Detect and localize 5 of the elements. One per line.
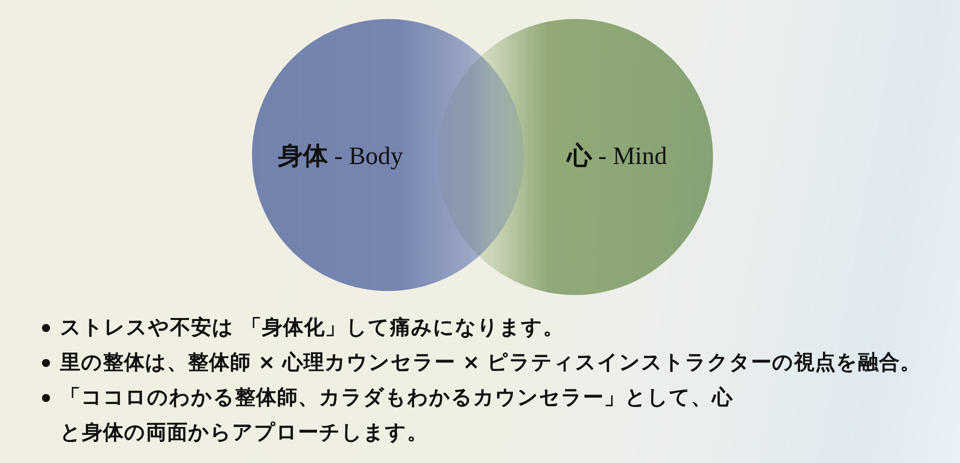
circle-label: 身体 - Body — [278, 140, 403, 172]
bullet-text: 「ココロのわかる整体師、カラダもわかるカウンセラー」として、心と身体の両面からアプローチします。 — [60, 384, 734, 446]
circle-label: 心 - Mind — [567, 140, 667, 172]
bullet-text: 里の整体は、整体師 × 心理カウンセラー × ピラティスインストラクターの視点を融合。 — [60, 350, 921, 374]
bullet-text: ストレスや不安は 「身体化」して痛みになります。 — [60, 315, 564, 339]
